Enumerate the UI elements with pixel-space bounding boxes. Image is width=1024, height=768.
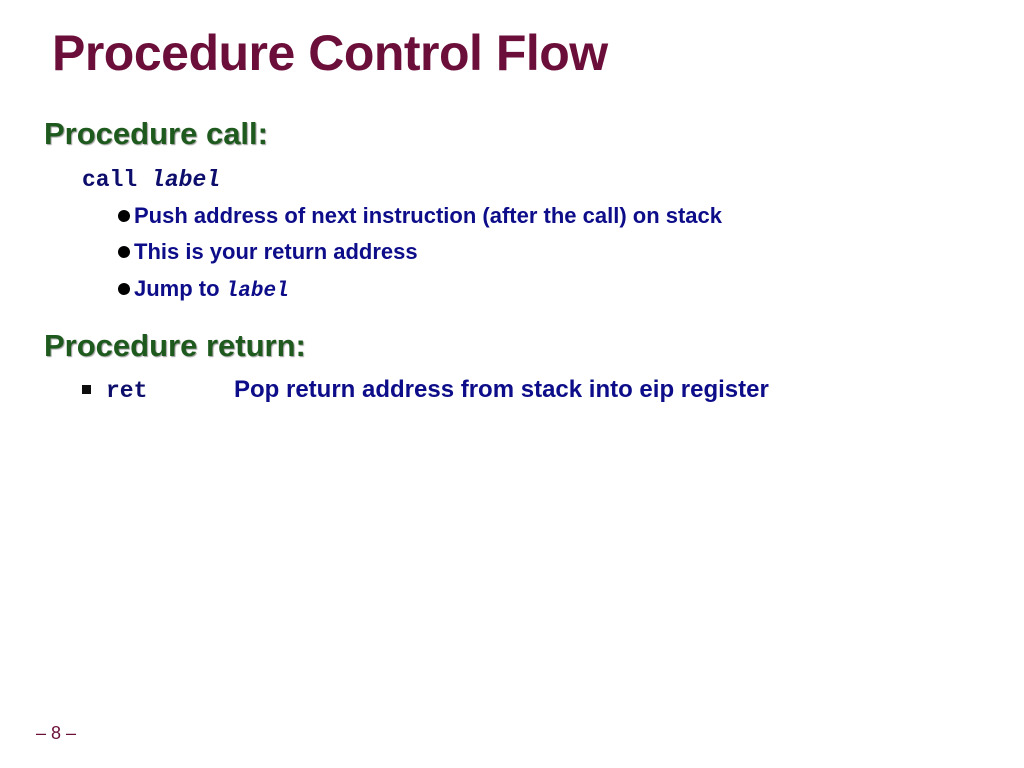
call-code-line: call label (82, 166, 220, 194)
bullet-dot-icon (118, 246, 130, 258)
procedure-call-heading: Procedure call: (44, 116, 268, 151)
call-bullet-push: Push address of next instruction (after … (118, 203, 722, 229)
page-number: – 8 – (36, 723, 77, 743)
bullet-text: Push address of next instruction (after … (134, 203, 723, 228)
slide-title: Procedure Control Flow (52, 25, 608, 81)
call-bullet-jump: Jump to label (118, 276, 289, 305)
call-instruction: call (82, 167, 138, 193)
jump-operand: label (225, 280, 289, 303)
procedure-return-heading: Procedure return: (44, 328, 306, 363)
bullet-dot-icon (118, 210, 130, 222)
bullet-dot-icon (118, 283, 130, 295)
bullet-text: This is your return address (134, 239, 418, 264)
jump-text: Jump to (134, 276, 220, 301)
call-bullet-return-address: This is your return address (118, 239, 418, 265)
ret-code: ret (106, 378, 148, 404)
square-bullet-icon (82, 385, 91, 394)
ret-description: Pop return address from stack into eip r… (234, 376, 769, 403)
call-operand: label (151, 167, 221, 193)
